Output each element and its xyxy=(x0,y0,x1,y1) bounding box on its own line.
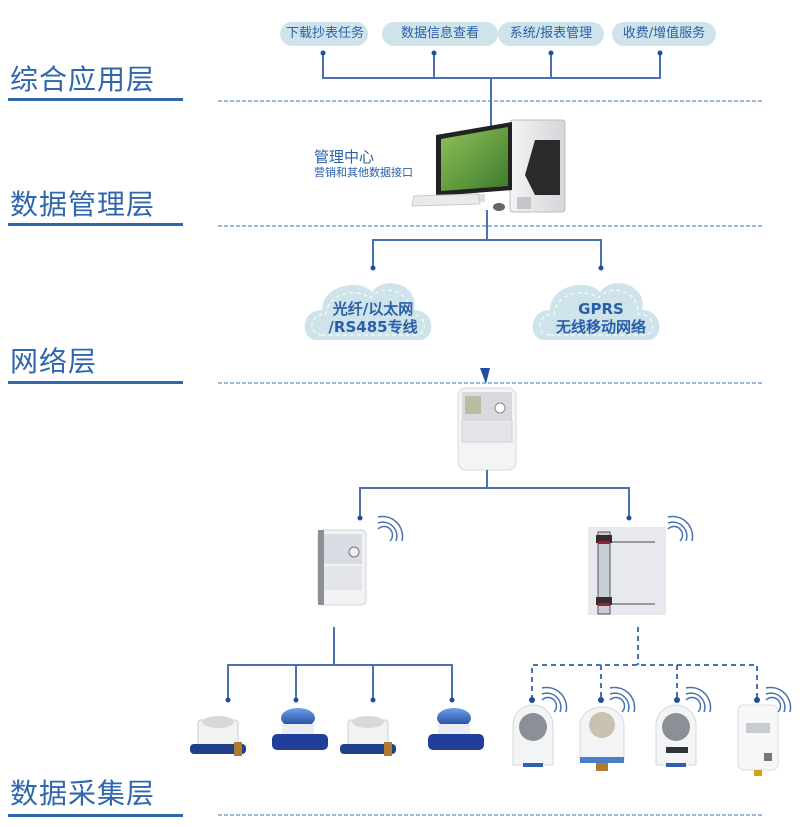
application-connectors xyxy=(322,53,661,128)
wireless-meter-icon xyxy=(737,704,779,776)
application-connector-dots xyxy=(320,50,663,56)
layer-title-network: 网络层 xyxy=(10,345,98,378)
concentrator-icon xyxy=(457,387,517,471)
cloud-label-wireless-line1: GPRS xyxy=(578,300,624,318)
wired-collector-icon xyxy=(317,529,367,606)
wireless-signal-icon xyxy=(685,686,712,713)
wired-meter-icon xyxy=(340,716,396,756)
wired-meter-bus xyxy=(227,627,453,700)
layer-title-data-collection: 数据采集层 xyxy=(10,777,156,810)
cloud-label-wired-line1: 光纤/以太网 xyxy=(332,300,414,318)
wireless-signal-icon xyxy=(541,686,568,713)
layer-title-application: 综合应用层 xyxy=(10,63,156,96)
management-center-title: 管理中心 xyxy=(314,148,375,166)
cloud-wired xyxy=(304,283,432,340)
service-pill-download-tasks: 下载抄表任务 xyxy=(280,22,368,46)
cloud-wireless xyxy=(532,283,660,340)
service-pill-system-reports: 系统/报表管理 xyxy=(498,22,604,46)
layer-title-data-management: 数据管理层 xyxy=(10,188,156,221)
layer-underline-network xyxy=(8,381,183,384)
cloud-label-wireless-line2: 无线移动网络 xyxy=(555,318,646,336)
layer-underline-application xyxy=(8,98,183,101)
network-connectors xyxy=(372,239,602,268)
wireless-meter-icon xyxy=(655,704,697,767)
service-pill-data-view: 数据信息查看 xyxy=(382,22,498,46)
wireless-signal-icon xyxy=(765,686,792,713)
computer-icon xyxy=(411,119,566,213)
wireless-signal-icon xyxy=(609,686,636,713)
wireless-meter-icon xyxy=(512,704,554,767)
wired-meter-icon xyxy=(428,708,484,750)
cloud-label-wireless: GPRS 无线移动网络 xyxy=(546,300,656,336)
wired-meter-icon xyxy=(272,708,328,750)
wireless-meter-icon xyxy=(579,706,625,771)
service-pill-billing: 收费/增值服务 xyxy=(612,22,716,46)
management-center-subtitle: 营销和其他数据接口 xyxy=(314,166,413,179)
layer-underline-data-collection xyxy=(8,814,183,817)
cloud-label-wired: 光纤/以太网 /RS485专线 xyxy=(318,300,428,336)
wireless-signal-icon xyxy=(377,515,404,542)
layer-underline-data-management xyxy=(8,223,183,226)
wireless-signal-icon xyxy=(667,515,694,542)
signal-down-arrow-icon xyxy=(480,368,490,384)
collector-connectors xyxy=(359,487,630,518)
wireless-meter-bus xyxy=(531,627,758,700)
wireless-collector-icon xyxy=(588,527,666,615)
cloud-label-wired-line2: /RS485专线 xyxy=(328,318,418,336)
wired-meter-icon xyxy=(190,716,246,756)
